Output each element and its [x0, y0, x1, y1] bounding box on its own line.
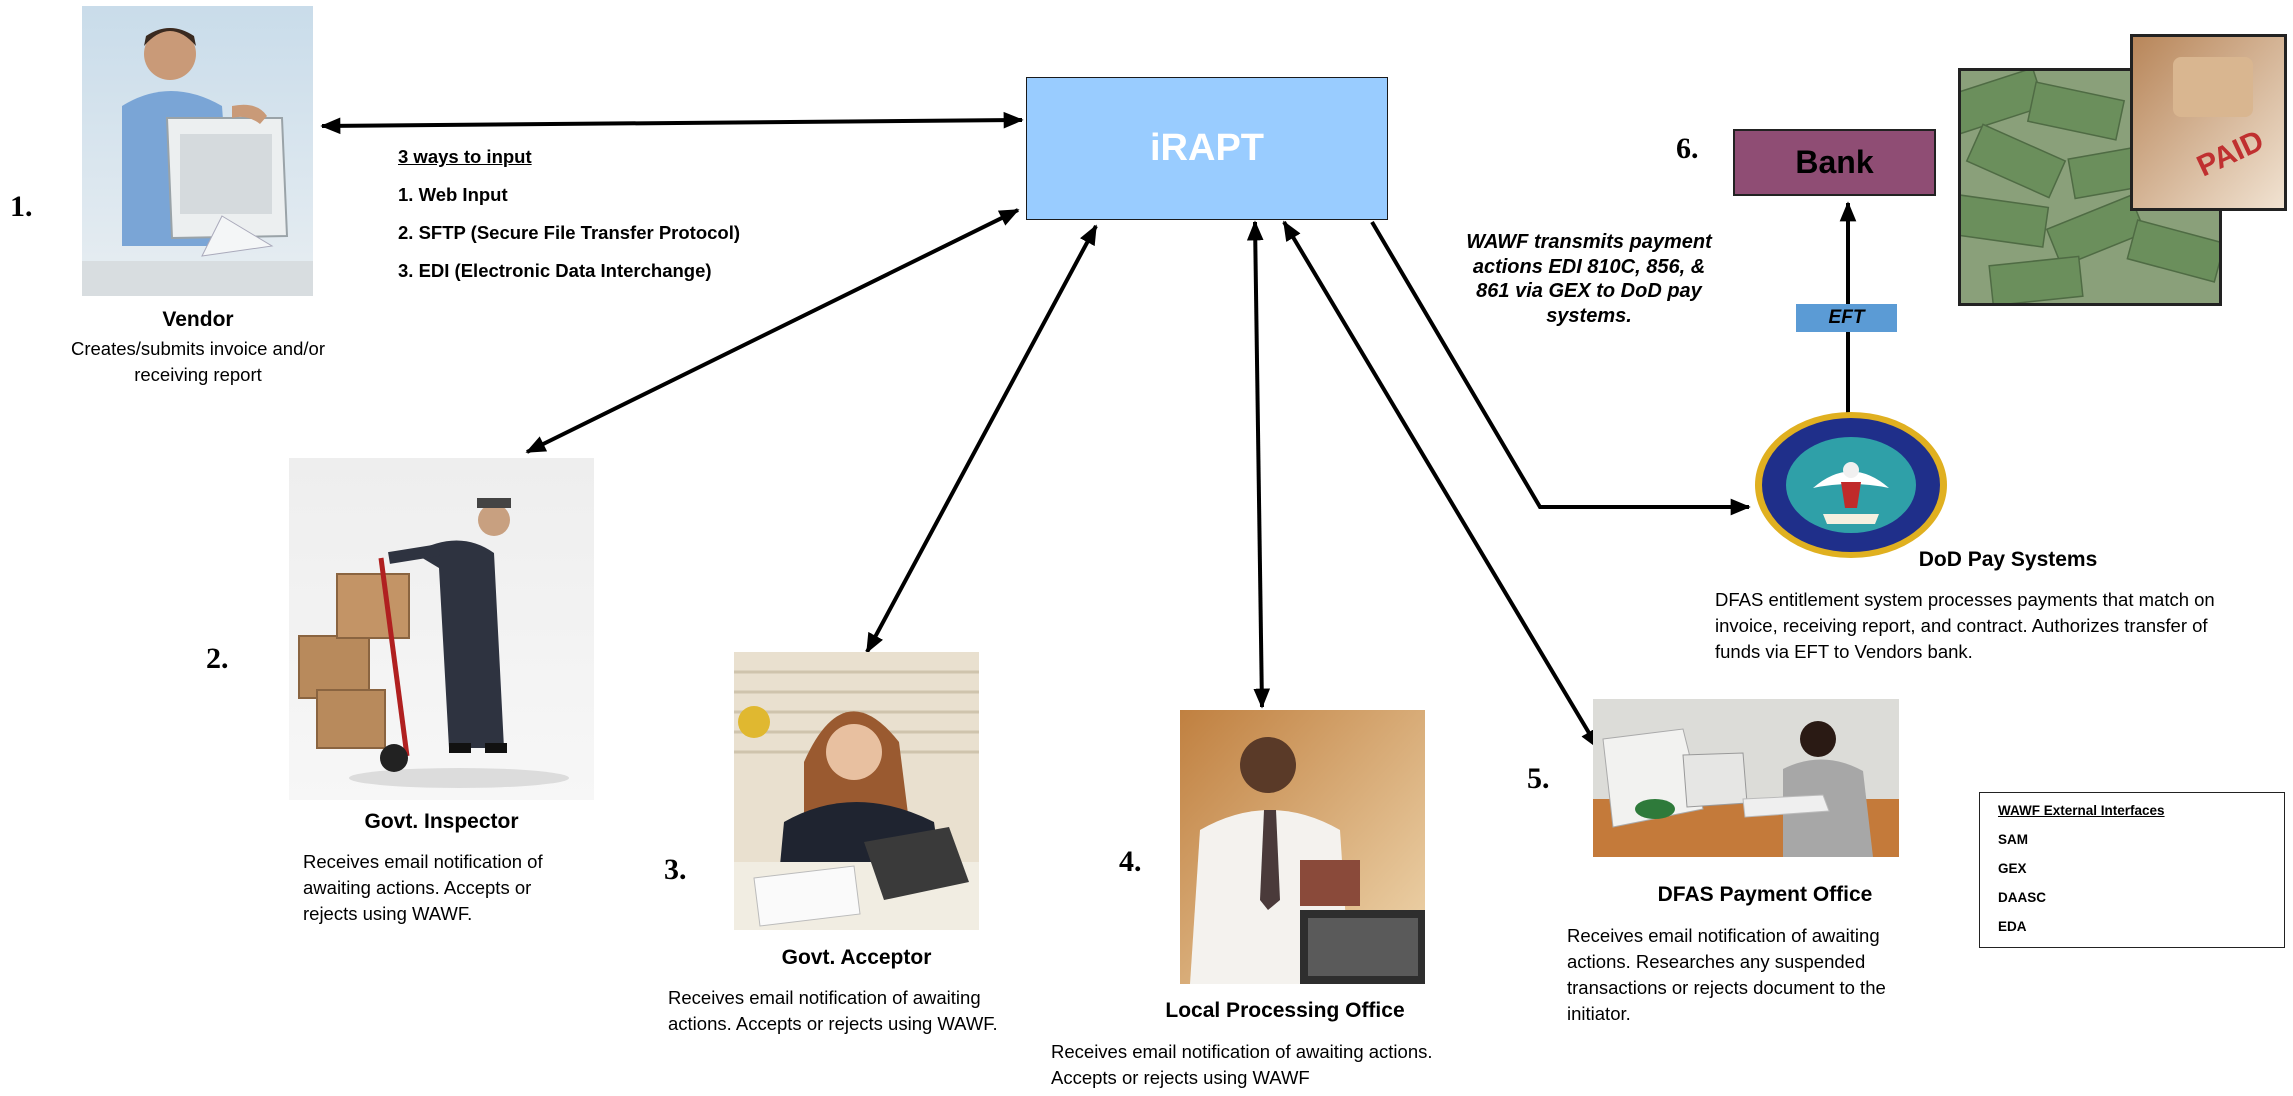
- external-interfaces-heading: WAWF External Interfaces: [1998, 803, 2165, 818]
- vendor-description: Creates/submits invoice and/or receiving…: [71, 338, 325, 385]
- external-interfaces-box: WAWF External Interfaces SAM GEX DAASC E…: [1979, 792, 2285, 948]
- step-number-dfas-office: 5.: [1527, 762, 1550, 795]
- bank-box: Bank: [1733, 129, 1936, 196]
- arrow-vendor-irapt: [320, 111, 1024, 135]
- inspector-photo: [289, 458, 594, 800]
- dfas-seal-logo: [1753, 410, 1949, 560]
- arrow-irapt-dodpay: [1370, 220, 1751, 516]
- input-methods-heading: 3 ways to input: [398, 146, 532, 167]
- inspector-description: Receives email notification of awaiting …: [303, 851, 543, 924]
- external-interface-item: SAM: [1998, 832, 2028, 847]
- lpo-title: Local Processing Office: [1165, 999, 1405, 1022]
- irapt-label: iRAPT: [1150, 127, 1264, 169]
- lpo-photo: [1180, 710, 1425, 984]
- input-methods-list: 3 ways to input 1. Web Input 2. SFTP (Se…: [398, 146, 740, 298]
- vendor-title: Vendor: [162, 308, 234, 331]
- paid-stamp-photo: PAID: [2130, 34, 2287, 211]
- external-interface-item: EDA: [1998, 919, 2027, 934]
- inspector-title: Govt. Inspector: [364, 810, 519, 833]
- step-number-bank: 6.: [1676, 132, 1699, 165]
- input-method-item: 3. EDI (Electronic Data Interchange): [398, 260, 712, 281]
- acceptor-photo: [734, 652, 979, 930]
- dfas-office-description: Receives email notification of awaiting …: [1567, 925, 1886, 1024]
- step-number-inspector: 2.: [206, 642, 229, 675]
- lpo-description: Receives email notification of awaiting …: [1051, 1041, 1433, 1088]
- input-method-item: 2. SFTP (Secure File Transfer Protocol): [398, 222, 741, 243]
- step-number-vendor: 1.: [10, 190, 33, 223]
- step-number-acceptor: 3.: [664, 853, 687, 886]
- arrow-acceptor-irapt: [865, 224, 1098, 654]
- input-method-item: 1. Web Input: [398, 184, 508, 205]
- dfas-office-photo: [1593, 699, 1899, 857]
- eft-label: EFT: [1796, 304, 1897, 332]
- acceptor-description: Receives email notification of awaiting …: [668, 987, 998, 1034]
- arrow-dfas-office-irapt: [1282, 220, 1600, 750]
- external-interface-item: GEX: [1998, 861, 2027, 876]
- dod-pay-title: DoD Pay Systems: [1918, 548, 2098, 571]
- bank-label: Bank: [1795, 144, 1874, 180]
- acceptor-title: Govt. Acceptor: [781, 946, 932, 969]
- external-interface-item: DAASC: [1998, 890, 2047, 905]
- step-number-lpo: 4.: [1119, 845, 1142, 878]
- wawf-transmit-note: WAWF transmits payment actions EDI 810C,…: [1466, 231, 1712, 327]
- arrow-lpo-irapt: [1246, 220, 1271, 709]
- vendor-photo: [82, 6, 313, 296]
- irapt-box: iRAPT: [1026, 77, 1388, 220]
- dod-pay-description: DFAS entitlement system processes paymen…: [1715, 589, 2215, 662]
- dfas-office-title: DFAS Payment Office: [1657, 883, 1873, 906]
